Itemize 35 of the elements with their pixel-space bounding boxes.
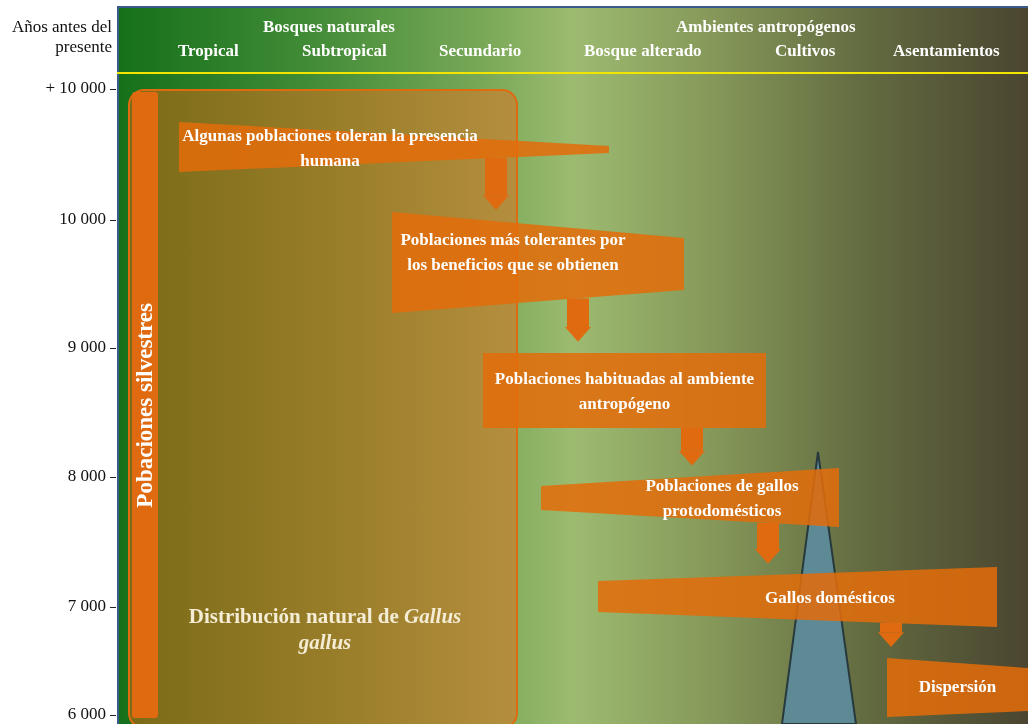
axis-tick-label: 8 000 [66,466,106,487]
block-arrow [483,158,509,210]
stage-banner [483,353,766,428]
axis-title: Años antes del presente [10,17,112,58]
bar-label: Pobaciones silvestres [132,302,158,508]
axis-tick-label: 9 000 [66,337,106,358]
stage-banner [541,468,839,527]
column-heading: Ambientes antropógenos [676,17,856,38]
stage-label: Algunas poblaciones toleran la presencia humana [181,125,479,172]
stage-label: Poblaciones habituadas al ambiente antropógeno [493,368,756,415]
stage-banner [887,658,1028,717]
block-arrow [755,522,781,564]
stage-label: Gallos domésticos [764,587,896,609]
vertical-bar [132,92,158,718]
stage-banner [598,567,997,627]
stage-label: Poblaciones de gallos protodomésticos [644,475,800,522]
axis-tick-label: 6 000 [66,704,106,724]
stage-banner [392,212,684,313]
column-heading: Cultivos [775,41,836,62]
column-heading: Secundario [439,41,522,62]
stage-label: Poblaciones más tolerantes por los beneficios que se obtienen [399,229,627,276]
column-heading: Tropical [178,41,239,62]
stage-banner [179,122,609,172]
column-heading: Bosques naturales [263,17,395,38]
block-arrow [679,428,705,466]
region-label: Distribución natural de Gallus gallus [187,603,463,656]
axis-tick-label: 7 000 [66,596,106,617]
column-heading: Subtropical [302,41,387,62]
block-arrow [565,298,591,342]
axis-tick-label: 10 000 [58,209,106,230]
column-heading: Bosque alterado [584,41,702,62]
stage-label: Dispersión [917,676,998,698]
block-arrow [878,623,904,647]
column-heading: Asentamientos [893,41,1000,62]
axis-tick-label: + 10 000 [44,78,106,99]
